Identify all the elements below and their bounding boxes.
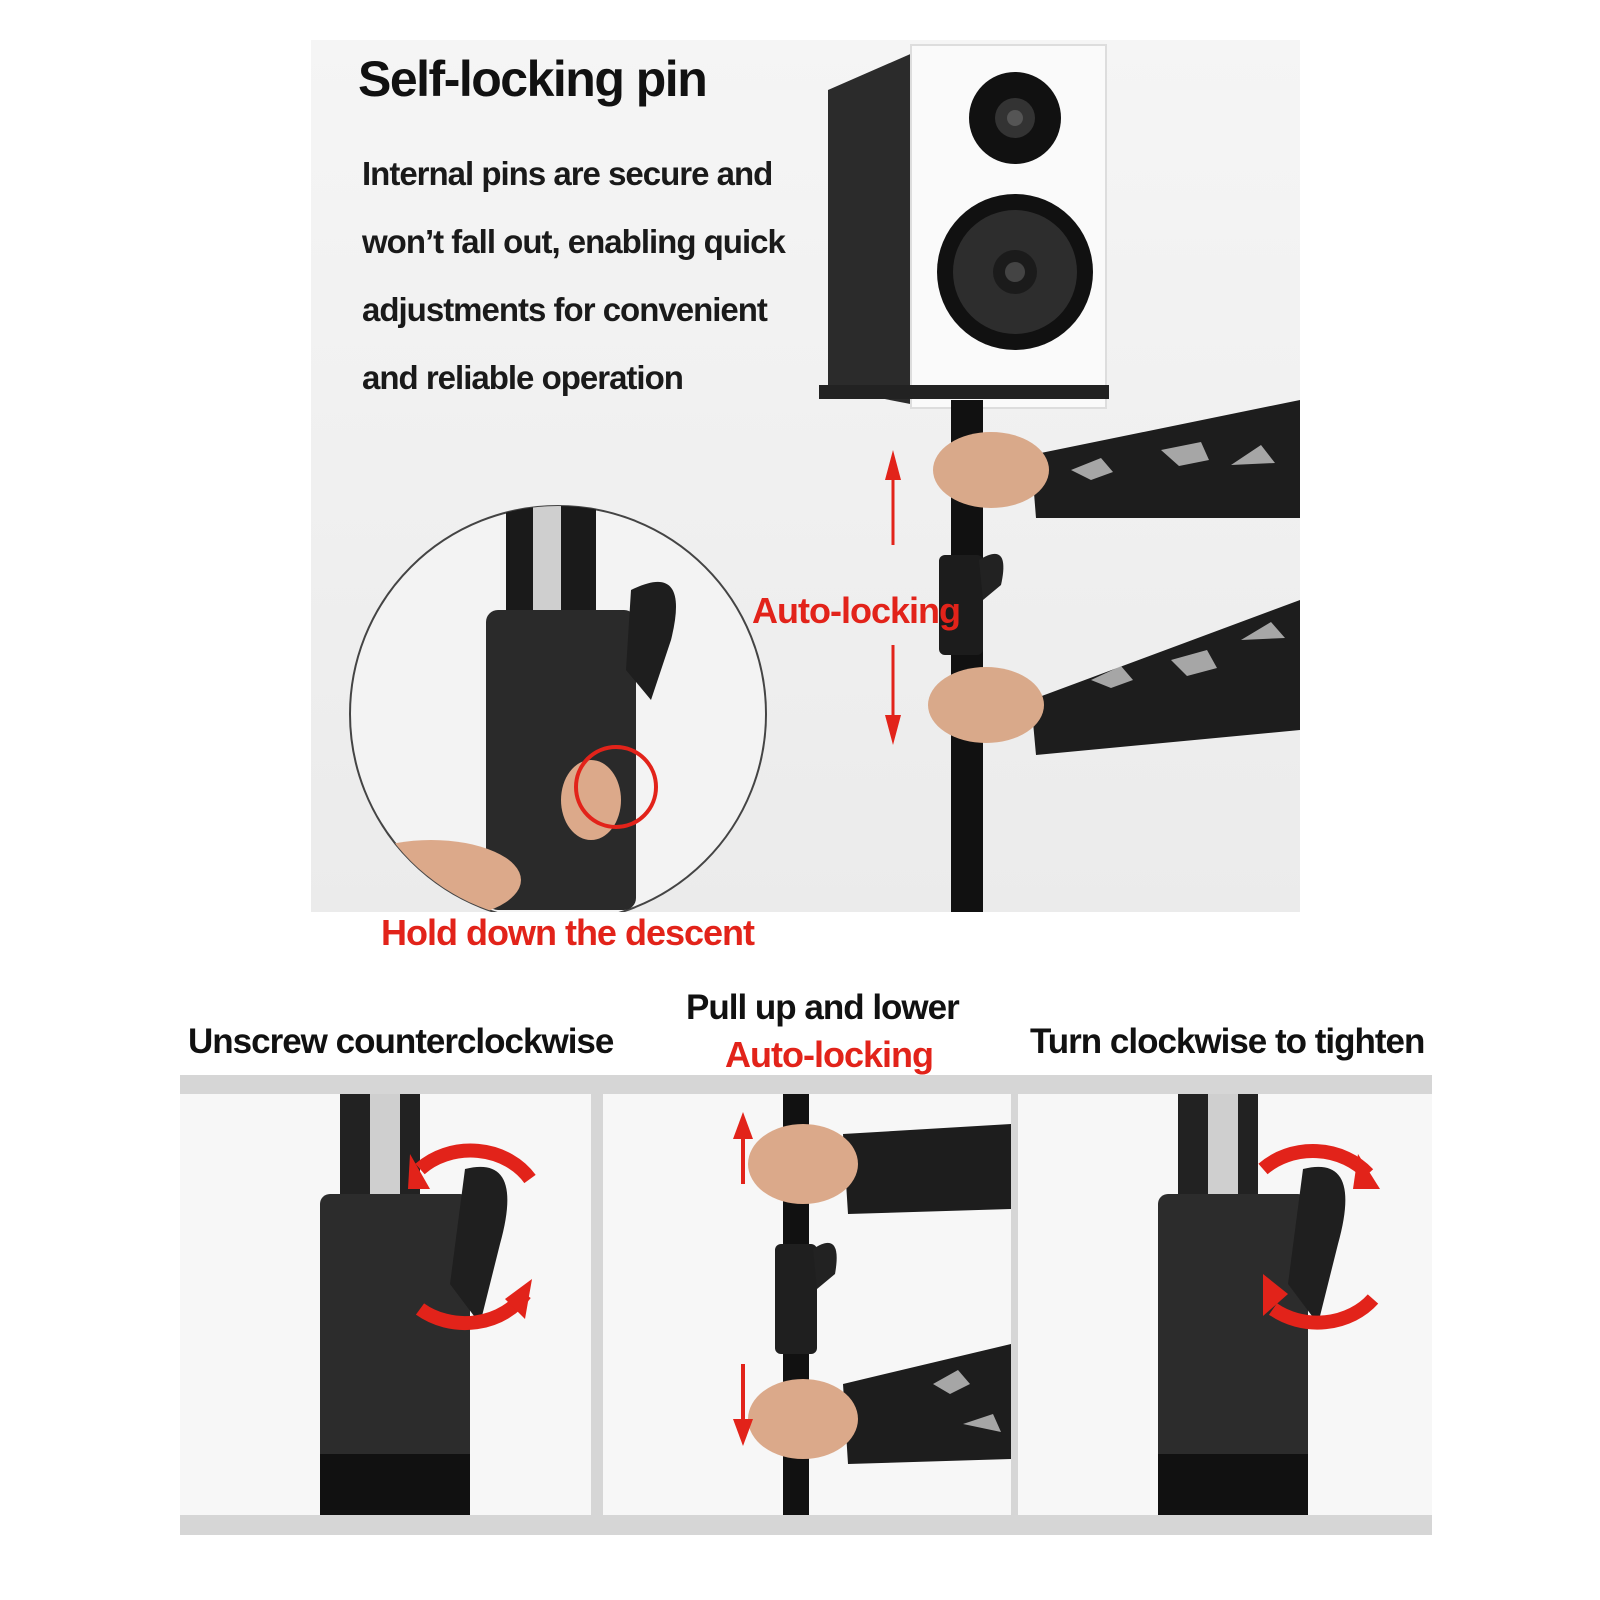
auto-locking-label: Auto-locking bbox=[752, 590, 961, 631]
hero-photo bbox=[311, 40, 1300, 912]
arrow-up-icon bbox=[885, 450, 901, 545]
description-line: won’t fall out, enabling quick bbox=[362, 223, 786, 260]
clamp-closeup-image bbox=[320, 1094, 536, 1515]
step-2-subtitle: Auto-locking bbox=[725, 1034, 934, 1075]
description: Internal pins are secure and won’t fall … bbox=[362, 140, 802, 412]
step-1-title: Unscrew counterclockwise bbox=[188, 1022, 614, 1061]
step-1-panel bbox=[180, 1094, 591, 1515]
step-3-panel bbox=[1018, 1094, 1432, 1515]
clamp-closeup-image bbox=[349, 505, 767, 912]
arrow-down-icon bbox=[733, 1364, 753, 1446]
speaker-image bbox=[819, 44, 1109, 409]
description-line: Internal pins are secure and bbox=[362, 155, 773, 192]
hold-down-label: Hold down the descent bbox=[381, 912, 755, 953]
curved-arrow-icon bbox=[415, 1143, 536, 1184]
step-2-panel bbox=[603, 1094, 1011, 1515]
hand-grip-image bbox=[733, 1094, 1011, 1515]
curved-arrow-icon bbox=[1268, 1294, 1379, 1330]
step-2-title: Pull up and lower bbox=[686, 988, 960, 1027]
highlight-circle-icon bbox=[574, 745, 658, 829]
step-3-title: Turn clockwise to tighten bbox=[1030, 1022, 1425, 1061]
hand-grip-image bbox=[928, 400, 1300, 755]
arrow-up-icon bbox=[733, 1112, 753, 1184]
hero-illustration bbox=[349, 44, 1300, 912]
description-line: and reliable operation bbox=[362, 359, 684, 396]
clamp-closeup-image bbox=[1158, 1094, 1380, 1515]
description-line: adjustments for convenient bbox=[362, 291, 768, 328]
page-title: Self-locking pin bbox=[358, 51, 708, 107]
arrow-down-icon bbox=[885, 645, 901, 745]
